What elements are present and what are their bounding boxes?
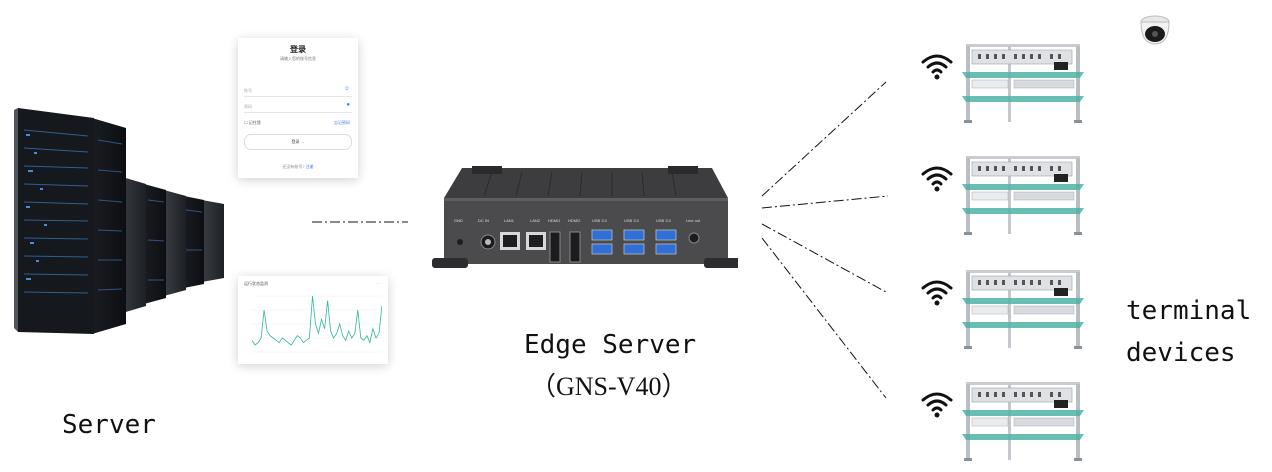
lock-icon: ●: [346, 102, 350, 108]
mini-line-chart: [251, 295, 382, 353]
user-icon: ☺: [343, 86, 350, 92]
server-label: Server: [62, 410, 156, 440]
forgot-password-link: 忘记密码: [334, 120, 350, 125]
server-rack-illustration: [14, 108, 224, 334]
terminal-label-line2: devices: [1126, 338, 1236, 368]
port-label-dcin: DC IN: [478, 218, 489, 223]
svg-text:Line out: Line out: [686, 218, 701, 223]
login-button: 登录 →: [244, 134, 352, 150]
remember-checkbox-label: ☐ 记住我: [244, 120, 261, 125]
link-edge-terminal-4: [761, 237, 887, 399]
terminal-workbench-4: [958, 378, 1088, 467]
login-subtitle: 请输入您的账号信息: [280, 56, 316, 61]
dome-camera-icon: [1140, 15, 1170, 45]
link-edge-terminal-3: [761, 223, 887, 293]
chart-title: 运行状态监测: [244, 281, 268, 286]
terminal-workbench-1: [958, 40, 1088, 129]
svg-text:USB 3.0: USB 3.0: [592, 218, 608, 223]
login-title: 登录: [290, 45, 306, 54]
link-edge-terminal-1: [761, 81, 887, 197]
terminal-workbench-2: [958, 152, 1088, 241]
svg-text:GND: GND: [454, 218, 463, 223]
terminal-workbench-3: [958, 266, 1088, 355]
chart-series-line: [251, 295, 382, 346]
login-screenshot-card: 登录 请输入您的账号信息 账号 ☺ 密码 ● ☐ 记住我 忘记密码 登录 → 还…: [238, 38, 358, 178]
chart-controls: · · ·: [375, 281, 382, 286]
svg-text:USB 3.0: USB 3.0: [656, 218, 672, 223]
wifi-icon: [920, 390, 954, 423]
wifi-icon: [920, 164, 954, 197]
password-placeholder: 密码: [244, 104, 252, 109]
edge-server-model-label: （GNS-V40）: [530, 372, 688, 401]
register-link: 注册: [305, 164, 314, 169]
username-placeholder: 账号: [244, 88, 252, 93]
link-edge-terminal-2: [761, 195, 889, 209]
svg-text:LAN1: LAN1: [504, 218, 515, 223]
wifi-icon: [920, 52, 954, 85]
svg-text:HDMI2: HDMI2: [568, 218, 581, 223]
password-field: 密码 ●: [244, 100, 352, 113]
svg-text:LAN2: LAN2: [530, 218, 541, 223]
wifi-icon: [920, 278, 954, 311]
edge-server-label: Edge Server: [524, 330, 697, 360]
svg-text:USB 3.0: USB 3.0: [624, 218, 640, 223]
svg-text:HDMI1: HDMI1: [548, 218, 561, 223]
username-field: 账号 ☺: [244, 84, 352, 97]
terminal-label-line1: terminal: [1126, 296, 1252, 326]
edge-server-device: GND DC IN LAN1 LAN2 HDMI1 HDMI2 USB 3.0 …: [432, 166, 738, 268]
register-prompt: 还没有账号? 注册: [282, 164, 314, 169]
chart-screenshot-card: 运行状态监测 · · ·: [238, 276, 388, 364]
